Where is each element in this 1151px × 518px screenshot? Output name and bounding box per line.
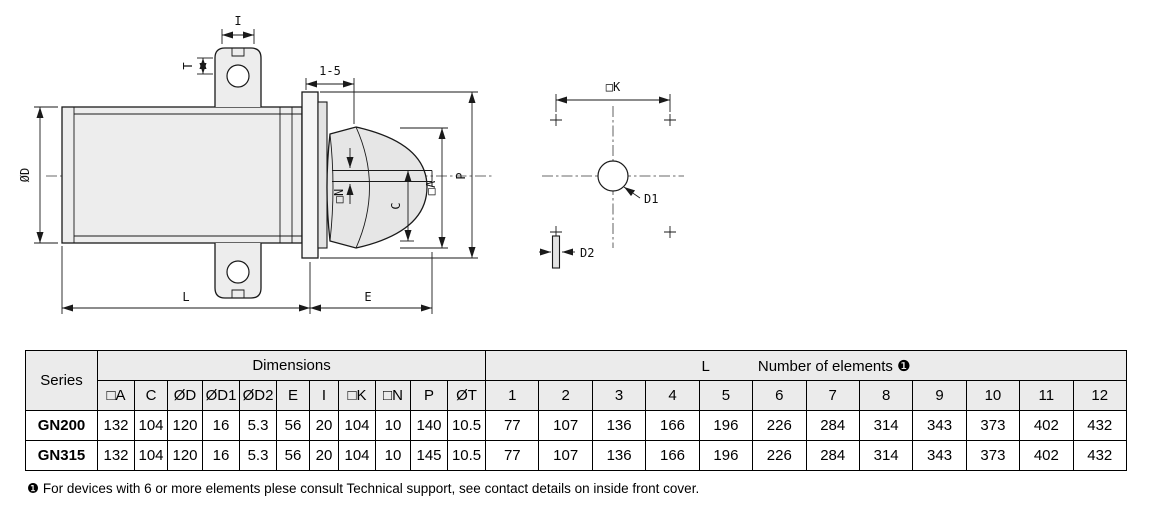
cell: 432 (1072, 440, 1128, 471)
cell: 56 (276, 410, 310, 441)
cell: 10 (375, 410, 411, 441)
cell: 136 (591, 440, 647, 471)
dim-label-e: E (364, 290, 371, 304)
series-header: Series (25, 350, 98, 411)
dim-label-d2: D2 (580, 246, 594, 260)
cell: 120 (167, 410, 203, 441)
cell: 16 (202, 440, 240, 471)
cell: 16 (202, 410, 240, 441)
table-row-gn315: GN315 132 104 120 16 5.3 56 20 104 10 14… (25, 440, 1128, 471)
col-header: □N (375, 380, 411, 411)
cell: 284 (805, 410, 860, 441)
col-header: 4 (645, 380, 700, 411)
cell: 104 (134, 410, 168, 441)
cell: 402 (1019, 410, 1074, 441)
dimensions-group-header: Dimensions (96, 350, 487, 381)
elements-header-text: Number of elements ❶ (757, 357, 911, 375)
cell: 10.5 (446, 440, 487, 471)
cell: 140 (410, 410, 448, 441)
side-view-drawing: I T 1-5 ØD □N (18, 14, 492, 314)
col-header: 10 (965, 380, 1021, 411)
col-header: 12 (1072, 380, 1128, 411)
cell: 226 (752, 440, 807, 471)
col-header: C (134, 380, 168, 411)
cell: 373 (965, 440, 1021, 471)
col-header: 8 (858, 380, 914, 411)
cell: 373 (965, 410, 1021, 441)
dim-label-1-5: 1-5 (319, 64, 341, 78)
cell: 107 (538, 410, 593, 441)
screw-detail (551, 235, 561, 269)
col-header: ØD (167, 380, 203, 411)
dim-label-l: L (182, 290, 189, 304)
col-header: P (410, 380, 448, 411)
dim-label-c: C (389, 202, 403, 209)
cell: 20 (309, 440, 339, 471)
elements-header-l: L (701, 357, 710, 375)
cell: 104 (338, 440, 376, 471)
table-row-gn200: GN200 132 104 120 16 5.3 56 20 104 10 14… (25, 410, 1128, 441)
col-header: ØT (446, 380, 487, 411)
cell: 402 (1019, 440, 1074, 471)
cell: 10.5 (446, 410, 487, 441)
col-header: 11 (1019, 380, 1074, 411)
dim-label-p: P (454, 172, 468, 179)
cell: 343 (912, 410, 967, 441)
dim-label-d1: D1 (644, 192, 658, 206)
cell: 196 (698, 440, 754, 471)
col-header: □A (97, 380, 135, 411)
cell: 432 (1072, 410, 1128, 441)
cell: 166 (645, 440, 700, 471)
cell: 284 (805, 440, 860, 471)
cell: 343 (912, 440, 967, 471)
col-header: ØD1 (202, 380, 240, 411)
dim-label-k: □K (606, 80, 621, 94)
cell: 77 (485, 410, 540, 441)
cell: 5.3 (239, 440, 277, 471)
col-header: 9 (912, 380, 967, 411)
cell: 226 (752, 410, 807, 441)
dim-label-i: I (234, 14, 241, 28)
cell: 145 (410, 440, 448, 471)
elements-group-header: L Number of elements ❶ (485, 350, 1127, 381)
dim-label-t: T (181, 62, 195, 69)
front-view-drawing: □K D1 D2 (539, 80, 684, 269)
cell: 136 (591, 410, 647, 441)
col-header: 7 (805, 380, 860, 411)
cell: 104 (338, 410, 376, 441)
footnote: ❶ For devices with 6 or more elements pl… (27, 481, 700, 496)
col-header: 6 (752, 380, 807, 411)
col-header: 3 (591, 380, 647, 411)
series-name: GN315 (25, 440, 98, 471)
cell: 166 (645, 410, 700, 441)
cell: 132 (97, 410, 135, 441)
technical-drawing: I T 1-5 ØD □N (18, 14, 684, 314)
col-header: E (276, 380, 310, 411)
cell: 56 (276, 440, 310, 471)
cell: 120 (167, 440, 203, 471)
col-header: □K (338, 380, 376, 411)
col-header: 2 (538, 380, 593, 411)
col-header: 1 (485, 380, 540, 411)
cell: 5.3 (239, 410, 277, 441)
cell: 104 (134, 440, 168, 471)
cell: 107 (538, 440, 593, 471)
dim-label-a: □A (424, 180, 438, 195)
series-name: GN200 (25, 410, 98, 441)
cell: 132 (97, 440, 135, 471)
cell: 10 (375, 440, 411, 471)
col-header: ØD2 (239, 380, 277, 411)
cell: 77 (485, 440, 540, 471)
col-header: 5 (698, 380, 754, 411)
cell: 20 (309, 410, 339, 441)
cell: 314 (858, 440, 914, 471)
cell: 196 (698, 410, 754, 441)
dim-label-n: □N (332, 189, 346, 203)
col-header: I (309, 380, 339, 411)
dim-label-od: ØD (18, 168, 32, 182)
cell: 314 (858, 410, 914, 441)
